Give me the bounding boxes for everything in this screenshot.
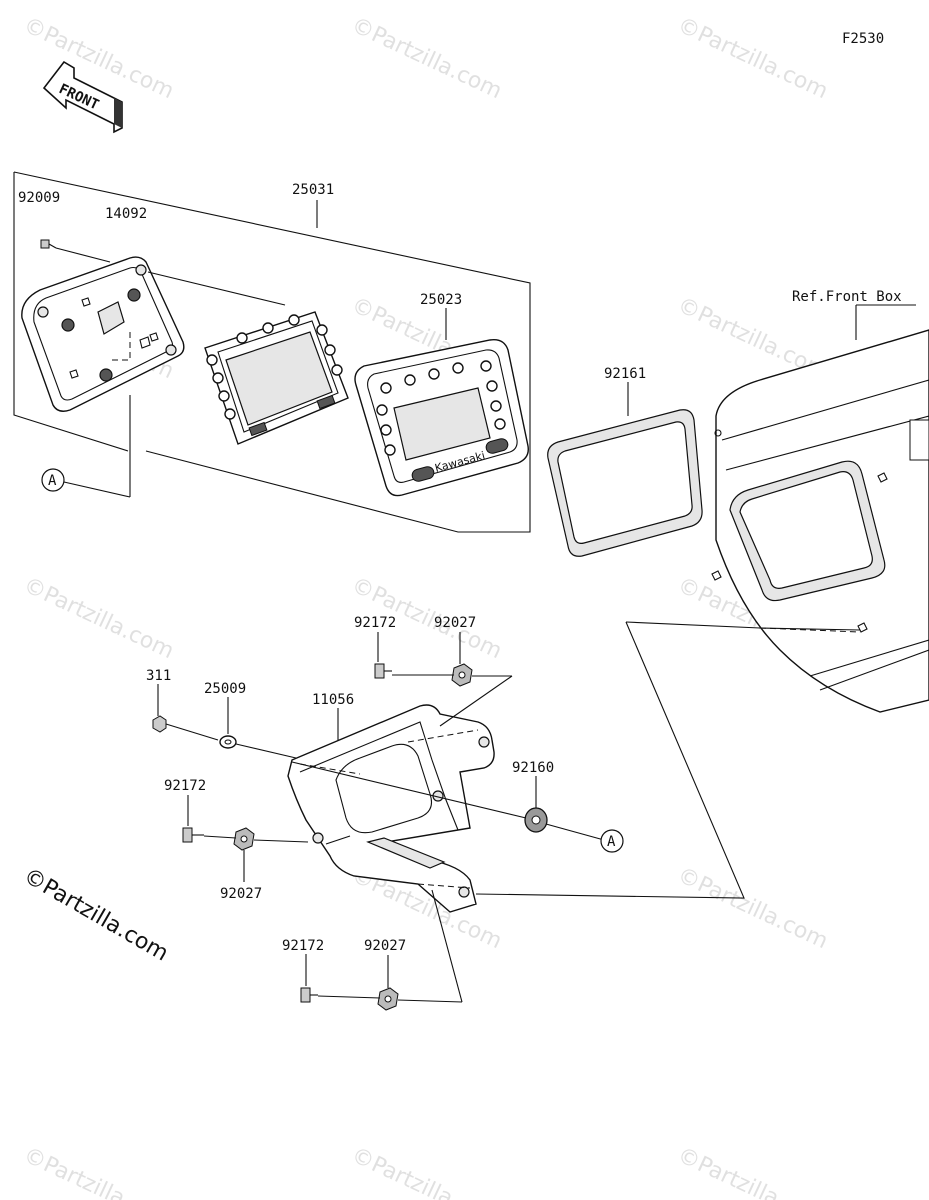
meter-front-25023: Kawasaki — [354, 339, 529, 497]
svg-text:A: A — [607, 834, 616, 850]
part-label-311: 311 — [146, 668, 171, 684]
washer-25009-icon — [219, 735, 237, 749]
bolt-92172-bottom-icon — [300, 987, 318, 1003]
nut-92027-bottom-icon — [377, 987, 399, 1011]
grommet-92160-icon — [524, 807, 548, 833]
watermarks: ©Partzilla.com ©Partzilla.com ©Partzilla… — [19, 13, 831, 1200]
part-label-25031: 25031 — [292, 182, 334, 198]
assembly-25031-outline — [13, 171, 531, 533]
gasket-92161 — [547, 382, 703, 557]
svg-text:A: A — [48, 473, 57, 489]
part-label-14092: 14092 — [105, 206, 147, 222]
screw-92009-icon — [40, 239, 111, 263]
part-label-92027-bottom: 92027 — [364, 938, 406, 954]
meter-circuit-board — [204, 311, 349, 445]
part-label-92027-top: 92027 — [434, 615, 476, 631]
part-label-25009: 25009 — [204, 681, 246, 697]
part-label-92172-top: 92172 — [354, 615, 396, 631]
callout-a-right: A — [600, 829, 624, 853]
watermark: ©Partzilla.com — [673, 863, 831, 954]
part-label-92027-left: 92027 — [220, 886, 262, 902]
watermark: ©Partzilla.com — [347, 13, 505, 104]
watermark: ©Partzilla.com — [673, 13, 831, 104]
meter-back-cover-14092 — [21, 256, 185, 497]
bolt-92172-left-icon — [182, 827, 204, 843]
ref-front-box-label: Ref.Front Box — [792, 289, 902, 305]
brand-watermark: ©Partzilla.com — [19, 864, 172, 967]
watermark: ©Partzilla.com — [347, 1143, 505, 1200]
watermark: ©Partzilla.com — [19, 573, 177, 664]
part-label-92160: 92160 — [512, 760, 554, 776]
nut-92027-left-icon — [233, 827, 255, 851]
part-label-25023: 25023 — [420, 292, 462, 308]
watermark: ©Partzilla.com — [673, 1143, 831, 1200]
nut-311-icon — [152, 715, 167, 733]
part-label-92161: 92161 — [604, 366, 646, 382]
part-label-92009: 92009 — [18, 190, 60, 206]
meter-bracket-11056 — [287, 704, 495, 913]
part-label-92172-bottom: 92172 — [282, 938, 324, 954]
bolt-92172-top-icon — [374, 663, 392, 679]
nut-92027-top-icon — [451, 663, 473, 687]
part-label-11056: 11056 — [312, 692, 354, 708]
front-box-reference — [711, 304, 929, 713]
callout-a-left: A — [41, 468, 65, 492]
figure-code: F2530 — [842, 31, 884, 47]
part-labels: 92009 14092 25031 25023 92161 Ref.Front … — [18, 182, 902, 954]
watermark: ©Partzilla.com — [19, 1143, 177, 1200]
part-label-92172-left: 92172 — [164, 778, 206, 794]
